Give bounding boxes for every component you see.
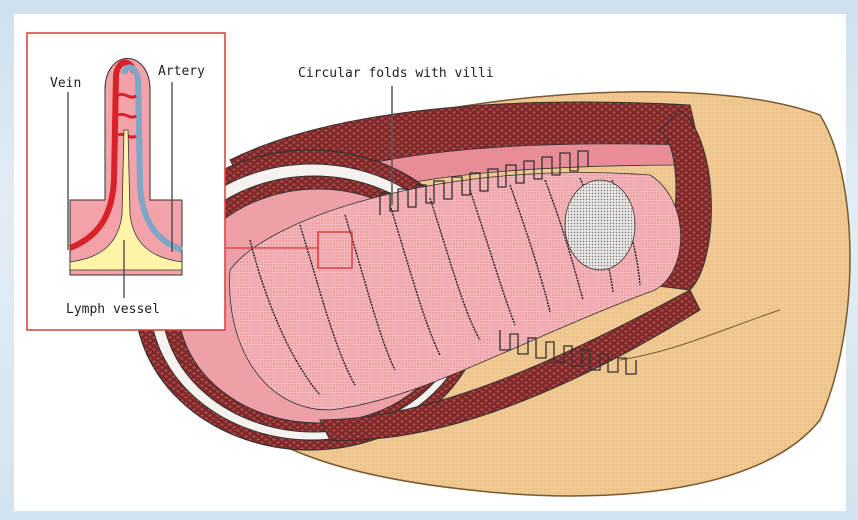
- label-vein: Vein: [50, 76, 81, 91]
- label-circular-folds: Circular folds with villi: [298, 66, 494, 81]
- label-artery: Artery: [158, 64, 205, 79]
- far-lumen-gray: [565, 180, 635, 270]
- label-lymph-vessel: Lymph vessel: [66, 302, 160, 317]
